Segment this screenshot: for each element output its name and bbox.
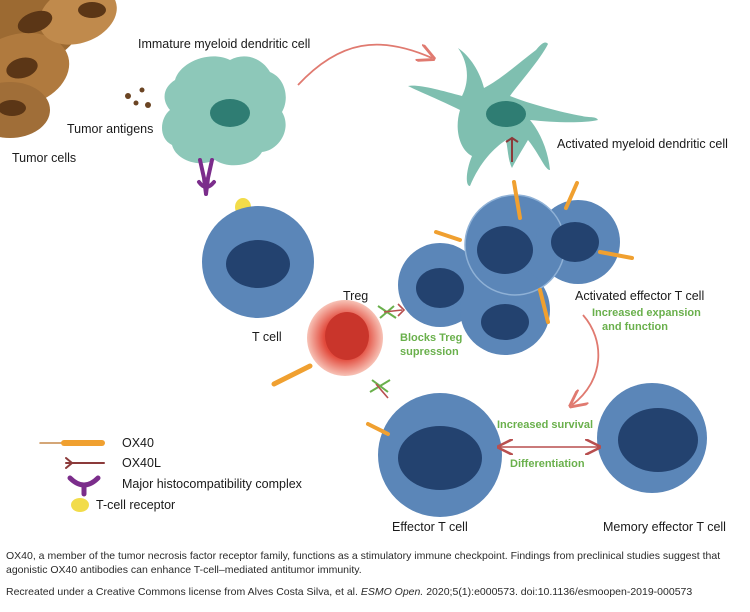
legend-tcr-label: T-cell receptor xyxy=(96,498,175,512)
blocks-treg-crosses xyxy=(369,303,406,399)
ox40l-dc xyxy=(505,136,519,162)
label-memory-effector: Memory effector T cell xyxy=(603,520,726,534)
label-t-cell: T cell xyxy=(252,330,282,344)
credit-prefix: Recreated under a Creative Commons licen… xyxy=(6,586,361,598)
ox40-diagram: Immature myeloid dendritic cell Tumor an… xyxy=(0,0,728,534)
credit-suffix: 2020;5(1):e000573. doi:10.1136/esmoopen-… xyxy=(423,586,693,598)
memory-effector-t-cell xyxy=(597,383,707,493)
t-cell xyxy=(202,206,314,318)
activation-arrow xyxy=(297,43,432,86)
label-activated-dc: Activated myeloid dendritic cell xyxy=(557,137,728,151)
label-blocks-treg-1: Blocks Treg xyxy=(400,332,462,344)
legend-ox40-label: OX40 xyxy=(122,436,154,450)
treg-cell xyxy=(307,300,383,376)
label-differentiation: Differentiation xyxy=(510,458,585,470)
label-increased-survival: Increased survival xyxy=(497,419,593,431)
legend-ox40l-label: OX40L xyxy=(122,456,161,470)
effector-t-cell xyxy=(366,393,502,517)
label-increased-expansion-2: and function xyxy=(602,321,668,333)
ox40-treg xyxy=(271,363,313,387)
credit-journal: ESMO Open. xyxy=(360,586,424,598)
mhc-tcr-interaction xyxy=(197,158,251,216)
label-tumor-antigens: Tumor antigens xyxy=(67,122,153,136)
label-activated-effector: Activated effector T cell xyxy=(575,289,704,303)
label-blocks-treg-2: supression xyxy=(400,346,459,358)
ox40-receptors-cluster xyxy=(434,180,634,324)
activated-effector-cluster xyxy=(398,194,620,355)
legend-mhc-label: Major histocompatibility complex xyxy=(122,477,303,491)
label-effector-t-cell: Effector T cell xyxy=(392,520,468,534)
legend-graphics xyxy=(39,440,105,512)
label-increased-expansion-1: Increased expansion xyxy=(592,307,701,319)
tumor-cells-graphic xyxy=(0,0,117,138)
label-treg: Treg xyxy=(343,289,368,303)
tumor-antigens-graphic xyxy=(125,87,151,108)
figure-caption: OX40, a member of the tumor necrosis fac… xyxy=(6,550,721,576)
expansion-arrow xyxy=(572,314,600,405)
figure-credit: Recreated under a Creative Commons licen… xyxy=(6,585,746,599)
immature-dendritic-cell xyxy=(162,56,286,166)
label-immature-dc: Immature myeloid dendritic cell xyxy=(138,37,310,51)
label-tumor-cells: Tumor cells xyxy=(12,151,76,165)
activated-dendritic-cell xyxy=(408,42,598,186)
